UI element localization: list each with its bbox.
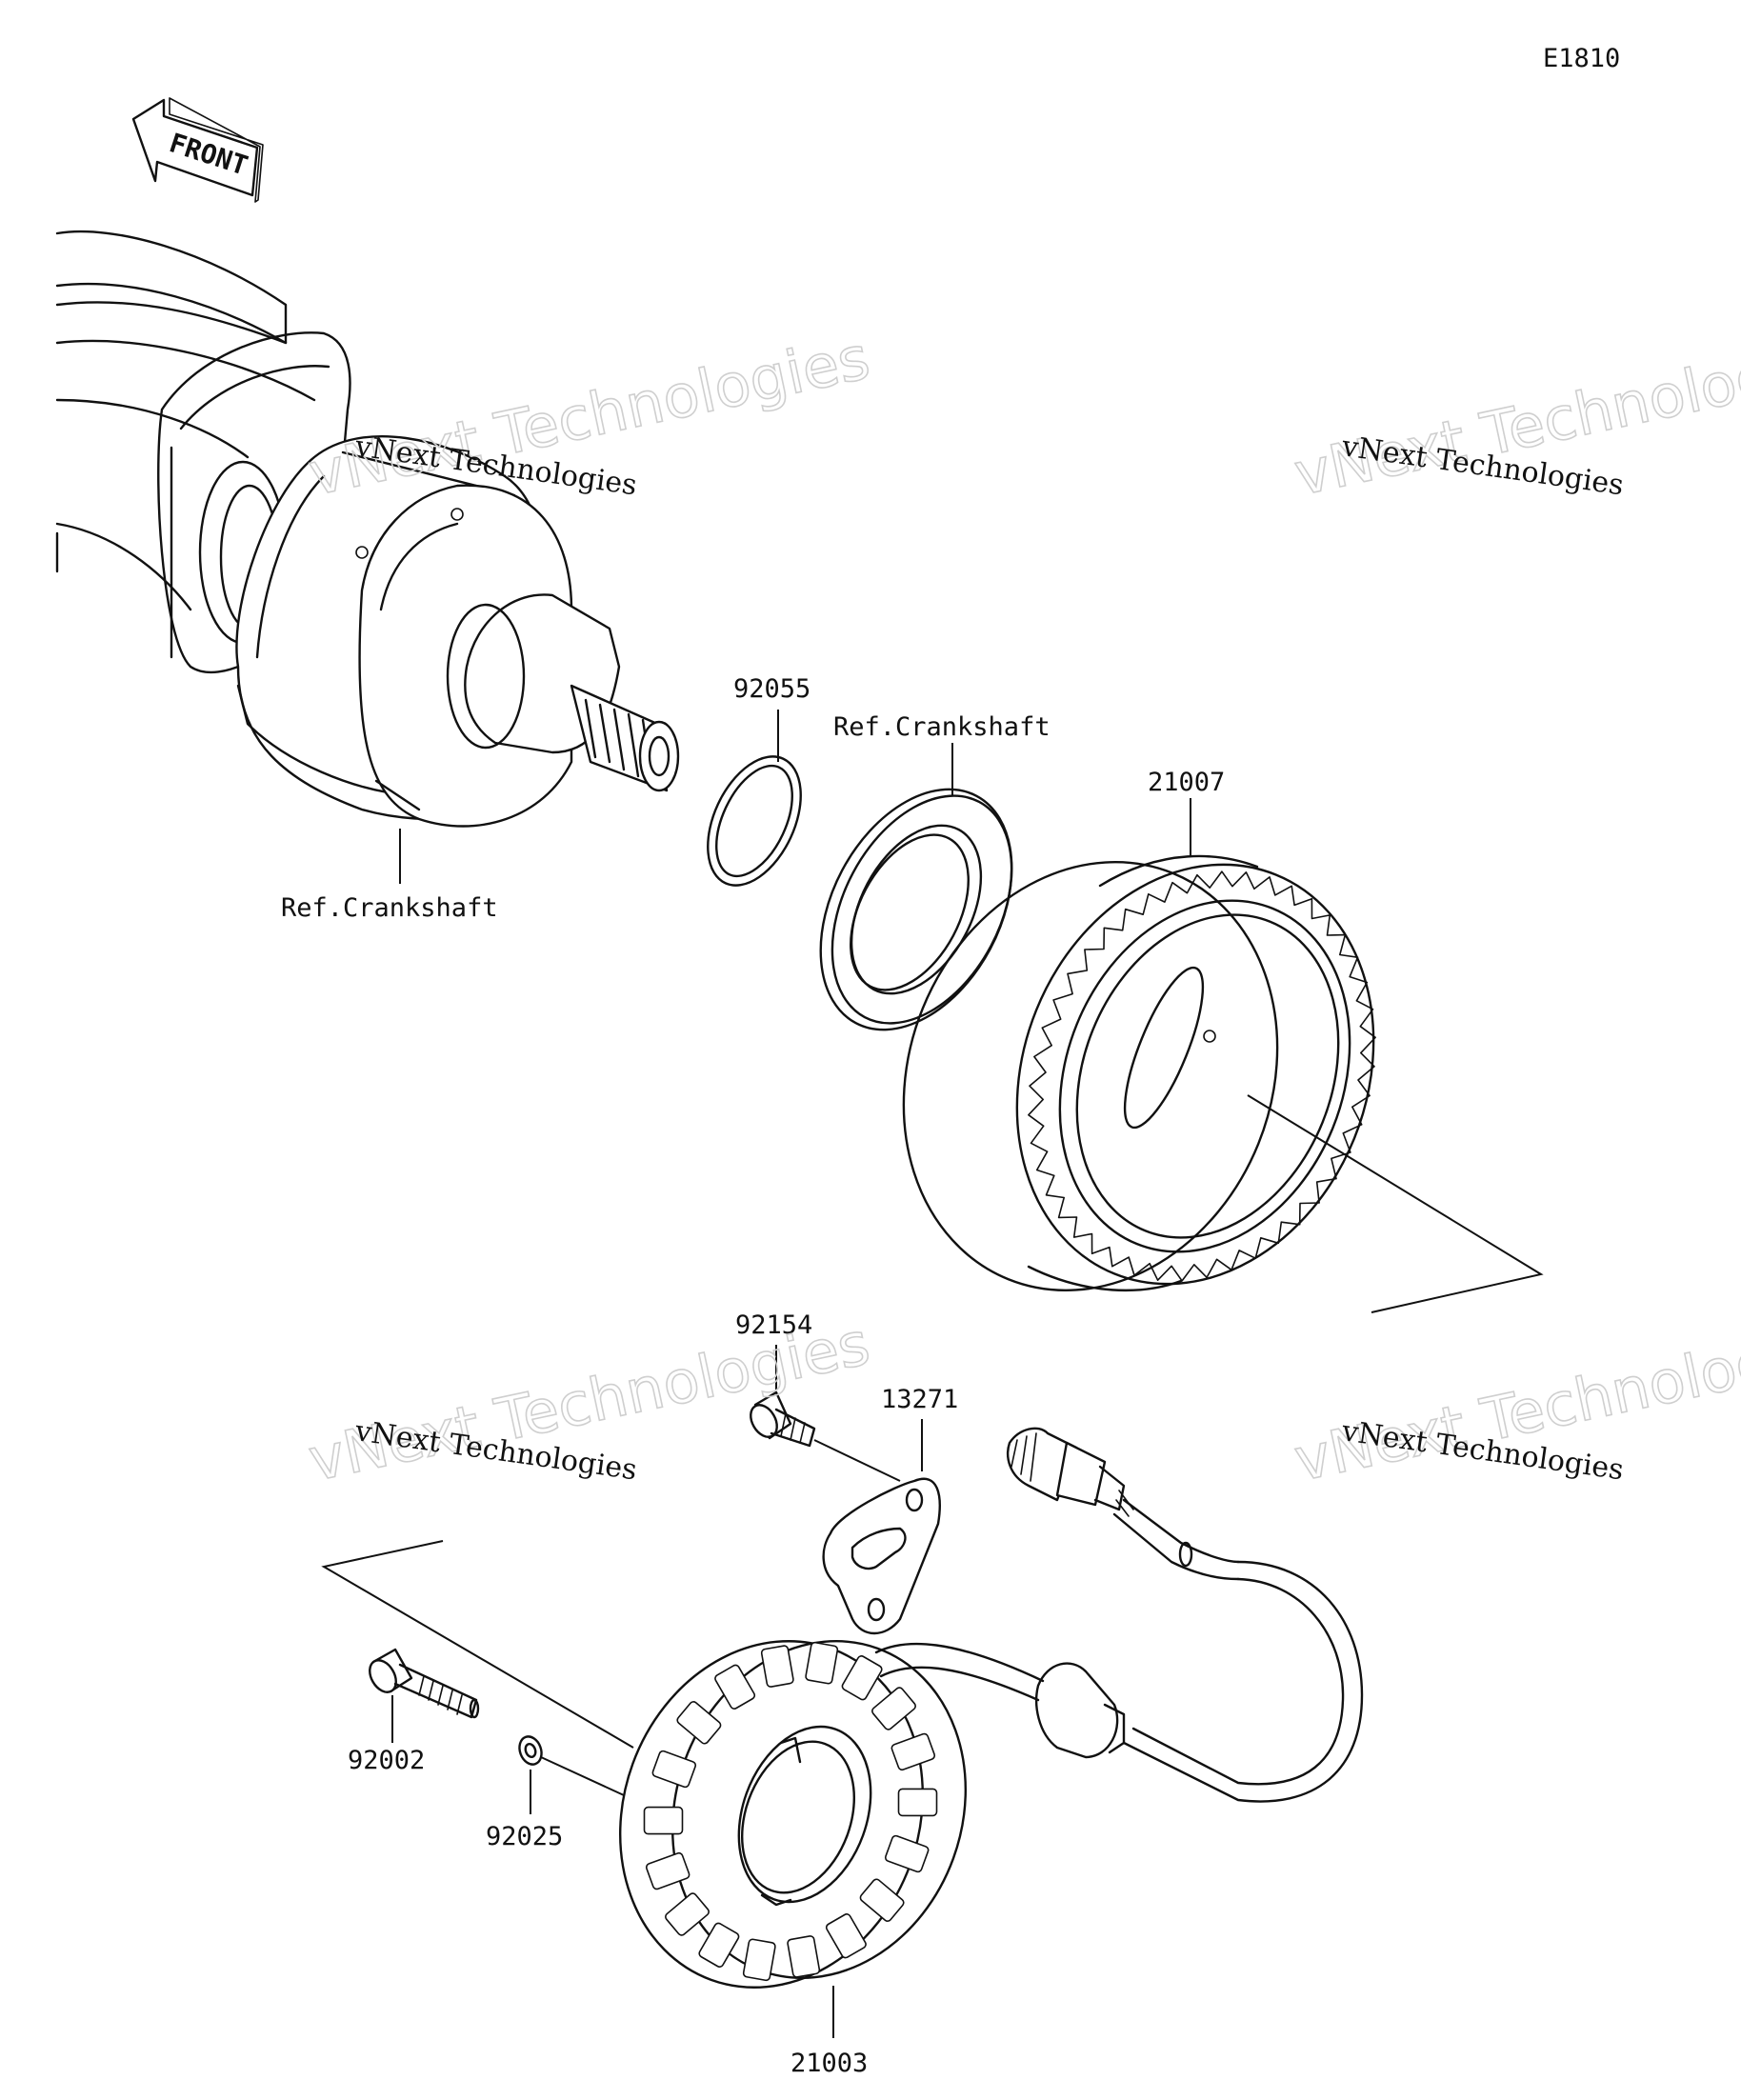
bolt-92002 [369, 1648, 480, 1719]
label-92154: 92154 [735, 1310, 812, 1340]
stator-pole [651, 1750, 697, 1789]
stator-pole [805, 1641, 839, 1685]
watermark-bottom-right: vNext Technologies vNext Technologies [1288, 1308, 1741, 1496]
watermark-top-right: vNext Technologies vNext Technologies [1288, 322, 1741, 510]
stator-pole [645, 1851, 690, 1890]
label-21007: 21007 [1148, 768, 1225, 797]
stator-pole [676, 1701, 722, 1745]
watermark-top-left: vNext Technologies vNext Technologies [302, 322, 876, 510]
stator-pole [643, 1806, 684, 1835]
flywheel-rotor-21007 [902, 854, 1376, 1292]
front-direction-arrow: FRONT [131, 97, 264, 203]
stator-poles [643, 1641, 938, 1982]
washer-92025 [518, 1735, 543, 1766]
stator-pole [698, 1922, 740, 1968]
oil-seal [819, 788, 1013, 1031]
stator-pole [897, 1788, 938, 1817]
stator-pole [742, 1938, 776, 1982]
stator-pole [787, 1935, 821, 1978]
stator-pole [841, 1655, 883, 1701]
diagram-code: E1810 [1543, 44, 1620, 73]
stator-pole [665, 1892, 710, 1936]
stator-pole [760, 1645, 794, 1688]
axis-guide-screw [813, 1439, 901, 1482]
stator-pole [891, 1732, 936, 1771]
label-92002: 92002 [348, 1746, 425, 1775]
stator-pole [714, 1664, 756, 1710]
o-ring-92055 [707, 755, 802, 887]
label-ref-crankshaft-seal: Ref.Crankshaft [833, 712, 1051, 742]
axis-guide-washer [540, 1756, 625, 1796]
axis-guide-stator [321, 1540, 634, 1749]
watermark-bottom-left: vNext Technologies vNext Technologies [302, 1308, 876, 1496]
label-13271: 13271 [881, 1385, 958, 1414]
label-92055: 92055 [733, 674, 810, 704]
label-92025: 92025 [486, 1822, 563, 1851]
crankshaft-illustration [55, 230, 680, 828]
label-ref-crankshaft: Ref.Crankshaft [281, 893, 498, 923]
stator-pole [871, 1687, 916, 1730]
label-21003: 21003 [790, 2049, 868, 2078]
wire-clamp-plate-13271 [822, 1477, 941, 1635]
stator-pole [859, 1878, 905, 1922]
screw-92154 [750, 1390, 816, 1448]
stator-pole [884, 1834, 930, 1873]
wiring-harness-connector [874, 1427, 1364, 1803]
ring-gear-teeth [1028, 870, 1376, 1282]
stator-pole [825, 1913, 867, 1959]
ring-gear-tooth-profile [1028, 870, 1376, 1282]
axis-guide-rotor [1247, 1094, 1544, 1313]
stator-coil-21003 [618, 1640, 968, 1989]
